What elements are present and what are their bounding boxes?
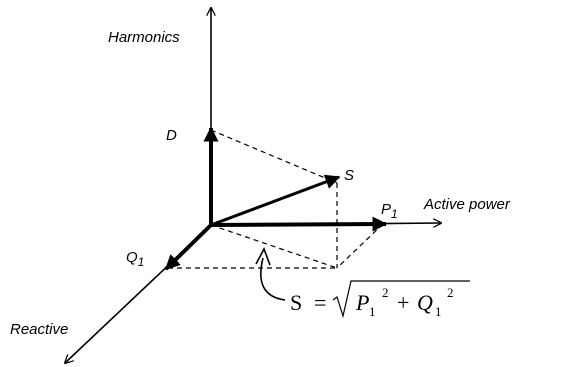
construction-lines [168,129,384,269]
harmonics-label: Harmonics [108,29,180,46]
d-label: D [166,127,177,144]
q1-vector [164,223,213,271]
equation-p-sub: 1 [369,304,376,319]
p1-base: P [381,201,391,218]
p1-label: P1 [381,201,398,221]
apparent-power-equation: S = P 1 2 + Q 1 2 [290,280,470,319]
equation-p-sup: 2 [382,285,389,300]
equation-p: P [355,290,369,315]
p1-subscript: 1 [391,207,398,221]
sqrt-sign [332,280,470,319]
reactive-label: Reactive [10,321,68,338]
equation-equals: = [314,290,326,315]
p1-vector [210,216,388,232]
active-power-label: Active power [423,196,511,213]
equation-q-sub: 1 [435,304,442,319]
s-vector [210,174,341,227]
equation-q: Q [417,290,433,315]
q1-base: Q [126,249,138,266]
q1-label: Q1 [126,249,144,269]
s-label: S [344,167,354,184]
equation-plus: + [397,290,409,315]
q1-subscript: 1 [138,255,145,269]
equation-lhs: S [290,290,302,315]
equation-pointer-head [255,247,271,266]
equation-q-sup: 2 [447,285,454,300]
equation-pointer [260,257,286,301]
